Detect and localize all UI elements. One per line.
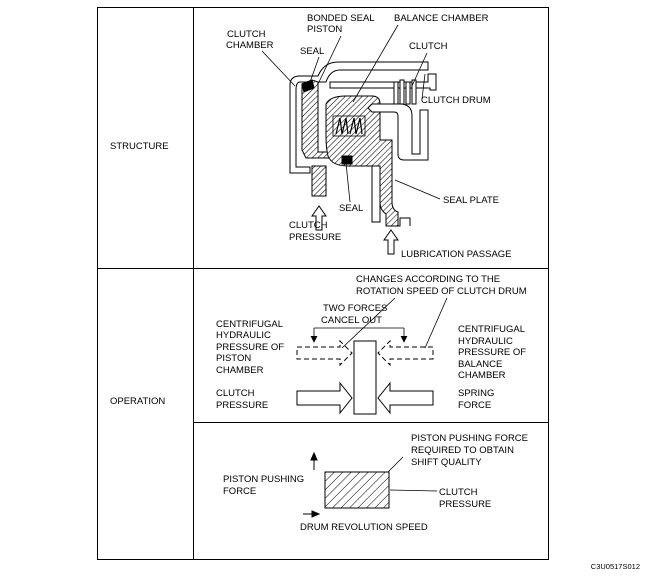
label-seal-top: SEAL — [300, 46, 324, 57]
row-label-operation: OPERATION — [110, 396, 165, 407]
label-two-forces-1: TWO FORCES — [323, 303, 387, 314]
label-clutch-chamber-1: CLUTCH — [227, 29, 266, 40]
structure-drawing — [289, 61, 437, 227]
lubrication-line — [392, 217, 411, 227]
clutch-pressure-op-arrow — [296, 381, 353, 415]
label-cf-piston-5: CHAMBER — [216, 365, 264, 376]
label-cf-piston-4: PISTON — [216, 353, 251, 364]
structure-leaders — [261, 24, 441, 203]
label-spring-1: SPRING — [458, 388, 494, 399]
label-required-2: REQUIRED TO OBTAIN — [411, 445, 514, 456]
seal-black-top — [301, 79, 315, 93]
label-changes-2: ROTATION SPEED OF CLUTCH DRUM — [356, 286, 527, 297]
clutch-pressure-arrow — [311, 205, 327, 231]
clutch-plates — [393, 79, 417, 105]
clutch-drum-shell — [289, 61, 429, 174]
label-ylabel-1: PISTON PUSHING — [223, 474, 304, 485]
label-cf-balance-4: BALANCE — [458, 359, 502, 370]
row-label-structure: STRUCTURE — [110, 141, 169, 152]
label-seal-bottom: SEAL — [339, 203, 363, 214]
label-cf-piston-2: HYDRAULIC — [216, 330, 271, 341]
label-seal-plate: SEAL PLATE — [443, 195, 499, 206]
figure-code: C3U0517S012 — [591, 562, 640, 571]
label-cf-piston-3: PRESSURE OF — [216, 342, 284, 353]
label-cf-balance-5: CHAMBER — [458, 370, 506, 381]
label-clutch: CLUTCH — [409, 41, 448, 52]
label-clutch-chamber-2: CHAMBER — [226, 40, 274, 51]
label-required-1: PISTON PUSHING FORCE — [411, 433, 528, 444]
spring-force-arrow — [377, 381, 434, 415]
operation-leaders — [310, 297, 448, 349]
cf-piston-arrow — [296, 339, 353, 367]
clutch-pressure-area — [324, 471, 390, 509]
label-spring-2: FORCE — [458, 400, 491, 411]
label-cf-piston-1: CENTRIFUGAL — [216, 319, 283, 330]
operation-labels: CHANGES ACCORDING TO THE ROTATION SPEED … — [216, 274, 527, 411]
label-cf-balance-1: CENTRIFUGAL — [458, 324, 525, 335]
structure-labels: CLUTCH CHAMBER BONDED SEAL PISTON BALANC… — [226, 13, 512, 260]
label-clutch-pressure-1: CLUTCH — [289, 220, 328, 231]
lubrication-arrow — [383, 229, 399, 255]
label-graph-clutch-1: CLUTCH — [439, 487, 478, 498]
label-lubrication-passage: LUBRICATION PASSAGE — [401, 249, 512, 260]
seal-plate — [367, 103, 429, 161]
force-graph — [303, 451, 438, 518]
label-two-forces-2: CANCEL OUT — [321, 315, 382, 326]
pressure-passage — [311, 165, 327, 197]
table-frame — [97, 7, 549, 560]
label-cf-balance-3: PRESSURE OF — [458, 347, 526, 358]
label-xlabel: DRUM REVOLUTION SPEED — [300, 522, 428, 533]
label-ylabel-2: FORCE — [223, 486, 256, 497]
return-springs — [332, 115, 366, 137]
label-required-3: SHIFT QUALITY — [411, 457, 482, 468]
drum-inner-ring — [329, 73, 437, 91]
label-graph-clutch-2: PRESSURE — [439, 499, 491, 510]
label-cf-balance-2: HYDRAULIC — [458, 336, 513, 347]
seal-black-bottom — [341, 155, 353, 165]
piston-block — [353, 340, 377, 415]
cf-balance-arrow — [377, 339, 434, 367]
shaft — [371, 165, 381, 223]
label-op-clutch-pressure-1: CLUTCH — [216, 388, 255, 399]
operation-diagram — [296, 339, 434, 415]
label-clutch-drum: CLUTCH DRUM — [421, 95, 491, 106]
label-bonded-seal-2: PISTON — [307, 24, 342, 35]
label-balance-chamber: BALANCE CHAMBER — [394, 13, 489, 24]
label-op-clutch-pressure-2: PRESSURE — [216, 400, 268, 411]
label-clutch-pressure-2: PRESSURE — [289, 232, 341, 243]
graph-labels: PISTON PUSHING FORCE REQUIRED TO OBTAIN … — [223, 433, 528, 533]
label-changes-1: CHANGES ACCORDING TO THE — [356, 274, 500, 285]
label-bonded-seal-1: BONDED SEAL — [307, 13, 375, 24]
